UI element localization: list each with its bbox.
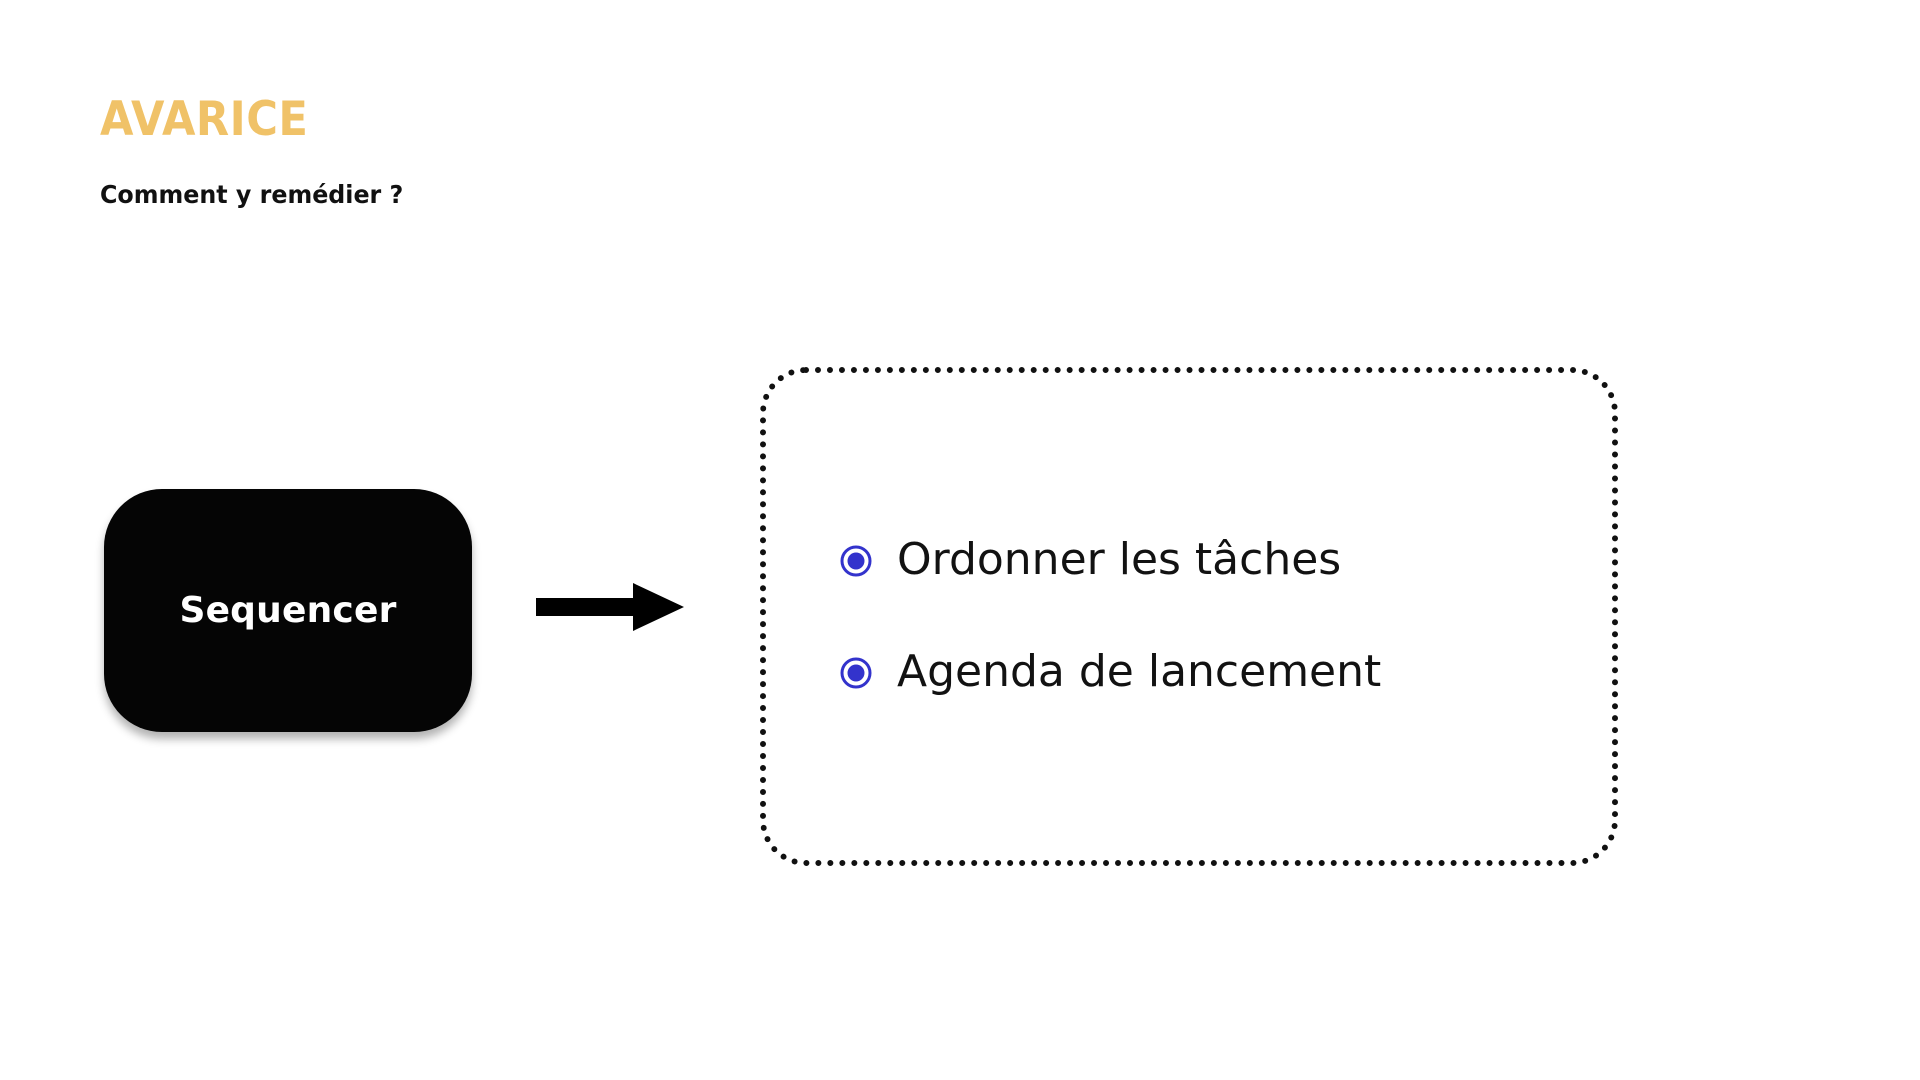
slide-header: AVARICE Comment y remédier ? <box>100 92 403 209</box>
list-item-label: Ordonner les tâches <box>897 534 1342 586</box>
remedies-panel: Ordonner les tâches Agenda de lancement <box>760 367 1618 866</box>
arrow-right-icon <box>536 583 684 631</box>
radio-bullet-icon <box>839 656 873 690</box>
page-subtitle: Comment y remédier ? <box>100 180 404 209</box>
list-item: Agenda de lancement <box>839 617 1612 729</box>
page-title: AVARICE <box>100 92 309 147</box>
sequencer-node: Sequencer <box>104 489 472 732</box>
list-item: Ordonner les tâches <box>839 505 1612 617</box>
radio-bullet-icon <box>839 544 873 578</box>
list-item-label: Agenda de lancement <box>897 646 1382 698</box>
sequencer-node-label: Sequencer <box>179 590 397 631</box>
